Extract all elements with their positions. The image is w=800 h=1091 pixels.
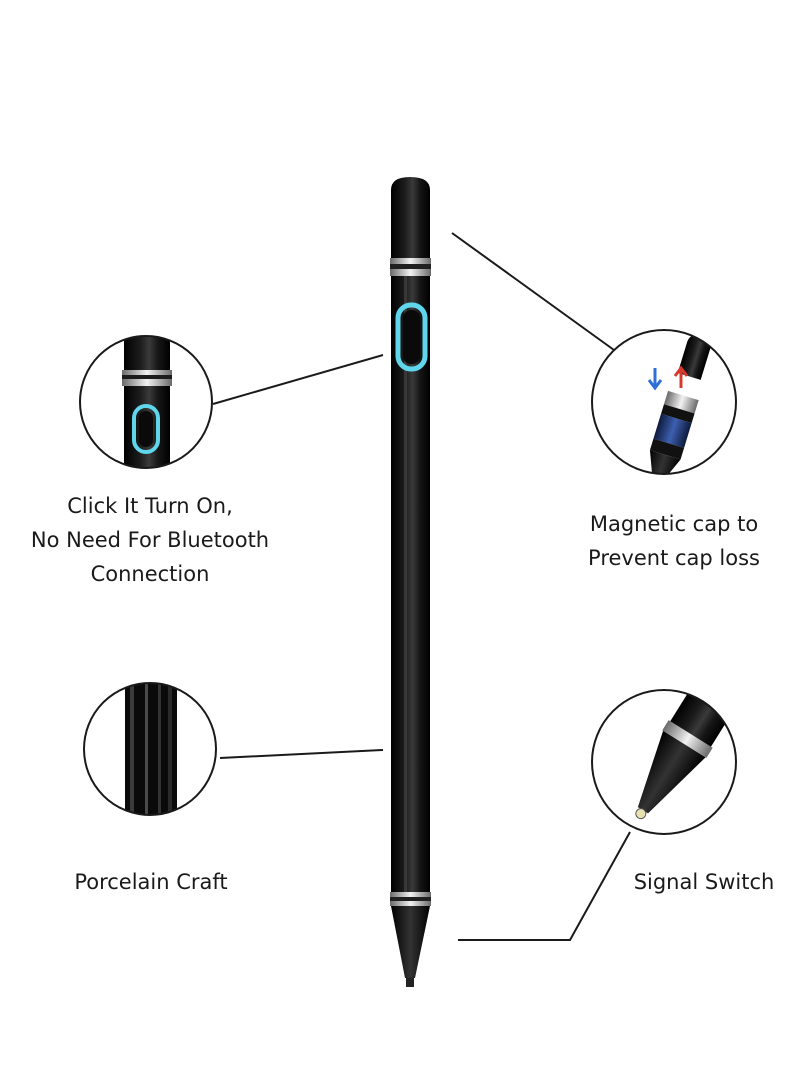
caption-porcelain-craft: Porcelain Craft [40, 865, 262, 899]
leader-lines [212, 232, 631, 941]
pen-cap-dome [391, 177, 430, 258]
stylus-pen [390, 177, 431, 987]
caption-magnetic-cap-line-2: Prevent cap loss [588, 546, 760, 570]
power-button [403, 310, 420, 364]
magnet-arrow-blue [647, 368, 663, 391]
caption-power-button-line-3: Connection [90, 562, 210, 586]
leader-magnet [451, 232, 615, 351]
pen-body [391, 276, 430, 892]
detail-signal-tip [591, 689, 737, 835]
detail-power-button [79, 335, 213, 469]
detail-magnetic-cap [591, 329, 737, 475]
caption-signal-switch: Signal Switch [608, 865, 800, 899]
pen-tip-cone [391, 906, 430, 978]
power-button-glow [395, 302, 428, 372]
caption-power-button-line-1: Click It Turn On, [67, 494, 233, 518]
caption-magnetic-cap-line-1: Magnetic cap to [589, 512, 759, 536]
pen-bottom-ring-gap [390, 897, 431, 901]
detail-porcelain-body [83, 682, 217, 816]
leader-button [212, 354, 384, 405]
pen-tip-point [406, 978, 414, 987]
pen-body-highlight [404, 276, 407, 892]
caption-power-button-line-2: No Need For Bluetooth [30, 528, 270, 552]
leader-signal [458, 831, 631, 941]
pen-top-ring-gap [390, 264, 431, 269]
caption-signal-switch-text: Signal Switch [633, 870, 775, 894]
leader-porcelain [219, 749, 384, 759]
caption-porcelain-craft-text: Porcelain Craft [74, 870, 228, 894]
caption-power-button: Click It Turn On, No Need For Bluetooth … [0, 489, 300, 591]
caption-magnetic-cap: Magnetic cap to Prevent cap loss [555, 507, 793, 575]
magnet-arrow-red [673, 365, 689, 388]
